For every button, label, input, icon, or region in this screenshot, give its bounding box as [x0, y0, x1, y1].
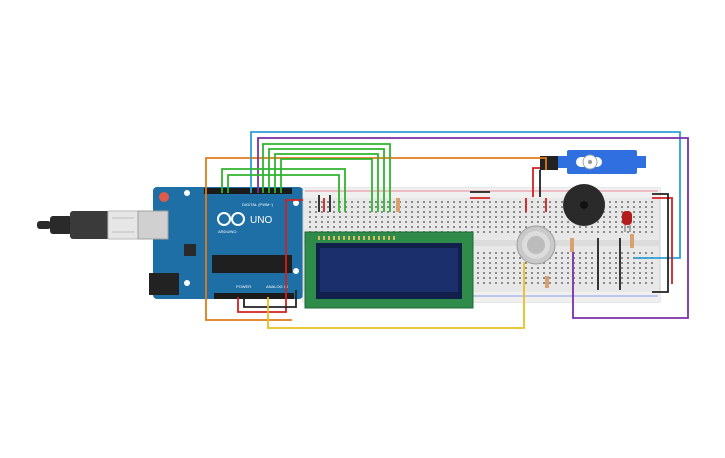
wire-purple [257, 137, 689, 319]
analog-label: ANALOG IN [266, 284, 288, 289]
arduino-logo-icon [217, 212, 231, 226]
wire-green-4 [280, 158, 373, 212]
lcd-pins [318, 236, 395, 240]
microcontroller-chip [212, 255, 292, 273]
wire-green-6 [227, 174, 340, 212]
digital-label: DIGITAL (PWM~) [242, 202, 274, 207]
board-brand: UNO [250, 215, 272, 226]
servo-connector [540, 156, 558, 170]
wire-green-3 [274, 153, 379, 212]
wire-blue [250, 131, 681, 259]
lcd-16x2[interactable] [304, 231, 474, 309]
wire-green-5 [221, 168, 346, 212]
wire-orange [205, 157, 547, 300]
piezo-buzzer[interactable] [563, 184, 605, 226]
wire-red-power [237, 199, 303, 313]
power-label: POWER [236, 284, 251, 289]
resistors [396, 198, 634, 288]
wire-black-gnd [243, 290, 297, 308]
wire-yellow [267, 262, 525, 329]
digital-header [204, 188, 292, 194]
usb-cable [37, 210, 139, 240]
arduino-uno-board[interactable]: UNO ARDUINO DIGITAL (PWM~) POWER ANALOG … [137, 187, 303, 299]
gas-sensor[interactable] [516, 225, 556, 265]
servo-motor[interactable] [540, 150, 646, 174]
wires [205, 131, 689, 329]
red-led[interactable] [622, 211, 632, 232]
board-logo-text: ARDUINO [218, 229, 236, 234]
reset-button[interactable] [159, 192, 169, 202]
power-analog-header [214, 293, 294, 299]
lcd-screen [320, 248, 458, 292]
wire-green-2 [268, 148, 385, 212]
